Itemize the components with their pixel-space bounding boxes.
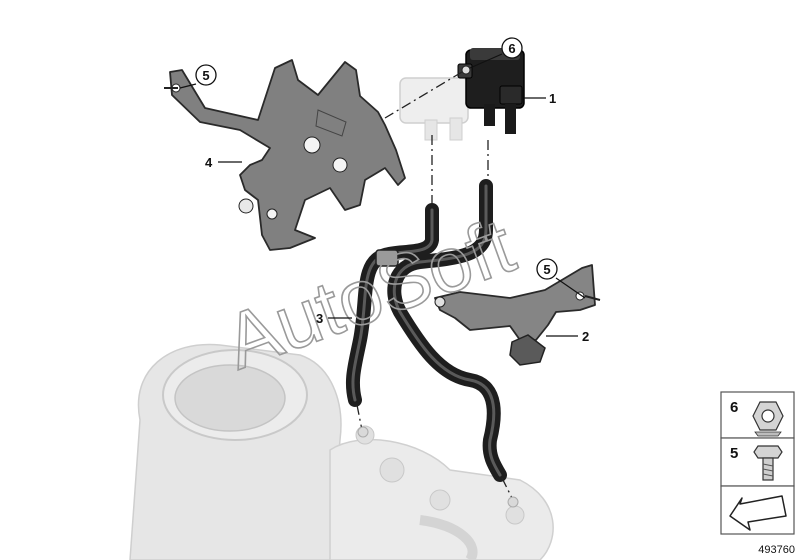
hose-3-highlight-left	[351, 208, 434, 402]
nut-6-on-sensor	[461, 65, 471, 75]
bracket-4-embossed-logo	[315, 109, 347, 137]
leader-lines	[179, 53, 586, 337]
callouts: 1 2 3 4 5 5 6	[195, 37, 589, 344]
leader-5b	[555, 277, 586, 299]
callout-6: 6	[508, 41, 515, 56]
leader-5a	[179, 83, 197, 89]
leader-6	[469, 53, 503, 69]
bracket-4-hole-c	[332, 157, 348, 173]
pressure-converter-part-1	[457, 48, 525, 134]
bracket-4-body	[169, 59, 406, 251]
sensor-1-port-left	[484, 104, 495, 126]
bracket-4-grommet	[238, 198, 254, 214]
vacuum-hose-part-3	[345, 179, 507, 482]
callout-3: 3	[316, 311, 323, 326]
callout-5b: 5	[543, 262, 550, 277]
stud-fitting-lower-right	[507, 496, 519, 508]
callout-4: 4	[205, 155, 213, 170]
bracket-2-hole	[575, 291, 585, 301]
hose-3-highlight-right	[392, 184, 502, 477]
callout-6-circle	[501, 37, 523, 59]
bolt-5-on-bracket-2	[584, 295, 601, 301]
callout-5a: 5	[202, 68, 209, 83]
ghost-fitting-b	[379, 457, 405, 483]
ghost-engine-assembly	[129, 343, 554, 560]
bracket-2-clip	[509, 334, 546, 366]
ghost-converter-inner	[174, 364, 286, 432]
bracket-2-grommet	[434, 296, 446, 308]
legend-number-5: 5	[730, 445, 738, 462]
bracket-4-hole-b	[303, 136, 321, 154]
assembly-line-sensor-to-bracket	[384, 71, 463, 119]
bracket-2-body	[434, 264, 596, 341]
ghost-pipe-lower	[419, 515, 478, 560]
hex-nut-icon	[752, 401, 784, 437]
assembly-lines	[356, 71, 513, 499]
hex-bolt-icon	[753, 445, 783, 481]
diagram-id: 493760	[758, 544, 795, 556]
ghost-sensor-port-right	[449, 117, 463, 141]
sensor-1-connector	[499, 85, 523, 105]
ghost-fitting-c	[429, 489, 451, 511]
ghost-sensor-port-left	[424, 119, 438, 141]
bracket-part-4	[169, 59, 406, 251]
hose-3-clamp	[375, 249, 399, 267]
hardware-legend: 6 5 493760	[720, 391, 795, 556]
sensor-1-port-right	[505, 104, 516, 134]
stud-fitting-lower-left	[357, 426, 369, 438]
callout-5b-circle	[536, 258, 558, 280]
bracket-4-hole-d	[266, 208, 278, 220]
callout-1: 1	[549, 91, 556, 106]
ghost-sensor-body	[399, 77, 469, 124]
ghost-pressure-sensor	[399, 77, 469, 141]
bracket-part-2	[434, 264, 596, 366]
ghost-fitting-d	[505, 505, 525, 525]
direction-arrow-icon	[729, 495, 787, 531]
callout-2: 2	[582, 329, 589, 344]
assembly-line-right-hose-end	[501, 477, 513, 499]
mounting-hardware	[164, 65, 601, 508]
assembly-line-left-hose-end	[356, 404, 363, 431]
callout-5a-circle	[195, 64, 217, 86]
legend-number-6: 6	[730, 399, 738, 416]
